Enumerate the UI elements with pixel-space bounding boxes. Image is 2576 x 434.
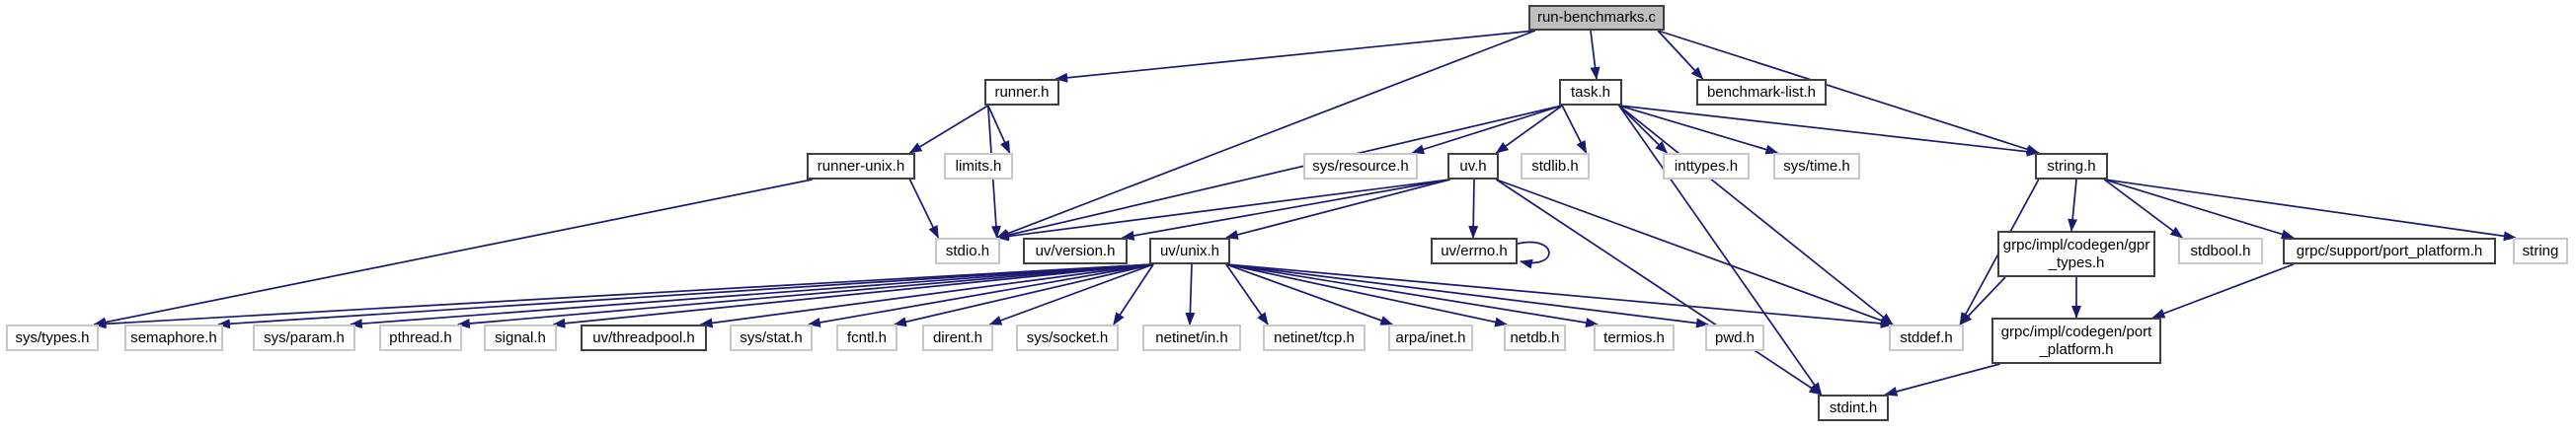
node-stdint-h[interactable]: stdint.h	[1818, 395, 1889, 421]
node-pwd-h: pwd.h	[1705, 325, 1764, 351]
node-arpa-inet-h: arpa/inet.h	[1388, 325, 1473, 351]
edge-task-h--string-h	[1618, 105, 2040, 157]
node-runner-h[interactable]: runner.h	[984, 79, 1059, 106]
edge-uv-unix-h--fcntl-h	[893, 263, 1154, 327]
edge-uv-unix-h--stddef-h	[1225, 263, 1894, 328]
node-stdbool-h: stdbool.h	[2178, 238, 2263, 264]
edge-uv-h--stdio-h	[995, 179, 1450, 242]
edge-uv-unix-h--netinet-tcp-h	[1225, 263, 1269, 326]
node-string: string	[2513, 238, 2568, 264]
edge-uv-unix-h--uv-threadpool-h	[699, 263, 1154, 328]
edge-uv-unix-h--semaphore-h	[217, 263, 1154, 329]
edge-run-benchmarks-c--stdio-h	[995, 30, 1536, 239]
edge-task-h--uv-h	[1495, 105, 1563, 154]
node-gpr-types[interactable]: grpc/impl/codegen/gpr _types.h	[1997, 231, 2155, 277]
edge-uv-h--uv-version-h	[1121, 179, 1450, 241]
edge-task-h--sys-resource-h	[1411, 105, 1563, 155]
node-port-platform-support[interactable]: grpc/support/port_platform.h	[2283, 238, 2496, 264]
edge-runner-h--limits-h	[987, 105, 1011, 154]
node-uv-unix-h[interactable]: uv/unix.h	[1149, 238, 1230, 264]
node-netinet-in-h: netinet/in.h	[1142, 325, 1241, 351]
edge-run-benchmarks-c--string-h	[1657, 30, 2040, 155]
node-sys-socket-h: sys/socket.h	[1016, 325, 1119, 351]
edge-uv-unix-h--arpa-inet-h	[1225, 263, 1394, 326]
edge-run-benchmarks-c--task-h	[1590, 30, 1600, 80]
edge-uv-h--stddef-h	[1496, 179, 1894, 326]
edge-string-h--stdbool-h	[2103, 179, 2184, 239]
node-port-platform-codegen[interactable]: grpc/impl/codegen/port _platform.h	[1991, 318, 2161, 364]
edge-string-h--string	[2104, 179, 2517, 242]
edge-string-h--gpr-types	[2068, 179, 2078, 232]
node-uv-errno-h[interactable]: uv/errno.h	[1431, 238, 1518, 264]
node-signal-h: signal.h	[484, 325, 557, 351]
node-netdb-h: netdb.h	[1504, 325, 1566, 351]
edge-gpr-types--stddef-h	[1959, 276, 2006, 326]
edge-uv-unix-h--signal-h	[552, 263, 1154, 328]
node-runner-unix-h[interactable]: runner-unix.h	[807, 153, 915, 180]
node-stdio-h: stdio.h	[935, 238, 1000, 264]
edge-uv-unix-h--sys-types-h	[93, 263, 1154, 329]
edge-uv-unix-h--pwd-h	[1225, 263, 1709, 328]
node-dirent-h: dirent.h	[922, 325, 993, 351]
node-task-h[interactable]: task.h	[1559, 79, 1622, 106]
edge-runner-h--runner-unix-h	[908, 105, 989, 154]
edge-uv-unix-h--sys-stat-h	[807, 263, 1154, 327]
edge-uv-unix-h--termios-h	[1225, 263, 1600, 328]
node-sys-param-h: sys/param.h	[253, 325, 355, 351]
edge-uv-unix-h--dirent-h	[988, 263, 1154, 326]
edge-runner-unix-h--sys-types-h	[93, 179, 813, 327]
node-inttypes-h: inttypes.h	[1663, 153, 1750, 180]
edge-task-h--stdio-h	[995, 105, 1563, 241]
node-netinet-tcp-h: netinet/tcp.h	[1263, 325, 1366, 351]
edge-task-h--stdint-h	[1618, 105, 1823, 396]
edge-group	[93, 30, 2517, 397]
edge-task-h--stdlib-h	[1561, 105, 1588, 154]
node-uv-version-h[interactable]: uv/version.h	[1023, 238, 1128, 264]
node-uv-h[interactable]: uv.h	[1447, 153, 1499, 180]
node-run-benchmarks-c: run-benchmarks.c	[1528, 5, 1665, 31]
node-sys-types-h: sys/types.h	[6, 325, 99, 351]
node-stddef-h: stddef.h	[1889, 325, 1964, 351]
edge-port-platform-codegen--stdint-h	[1884, 363, 2000, 397]
node-sys-resource-h: sys/resource.h	[1303, 153, 1418, 180]
node-fcntl-h: fcntl.h	[836, 325, 898, 351]
edge-uv-unix-h--netdb-h	[1225, 263, 1509, 327]
node-sys-time-h: sys/time.h	[1773, 153, 1860, 180]
node-pthread-h: pthread.h	[379, 325, 462, 351]
edge-uv-h--uv-unix-h	[1224, 179, 1450, 240]
edge-uv-unix-h--pthread-h	[456, 263, 1154, 328]
edge-uv-unix-h--sys-socket-h	[1113, 263, 1154, 326]
node-uv-threadpool-h[interactable]: uv/threadpool.h	[581, 325, 707, 351]
edge-uv-errno-h--uv-errno-h	[1517, 241, 1550, 269]
edge-task-h--sys-time-h	[1618, 105, 1779, 155]
node-benchmark-list-h[interactable]: benchmark-list.h	[1696, 79, 1827, 106]
node-semaphore-h: semaphore.h	[124, 325, 223, 351]
node-string-h[interactable]: string.h	[2035, 153, 2108, 180]
edge-uv-unix-h--sys-param-h	[349, 263, 1154, 329]
edge-string-h--port-platform-support	[2104, 179, 2295, 240]
node-termios-h: termios.h	[1594, 325, 1675, 351]
node-limits-h: limits.h	[944, 153, 1013, 180]
edge-task-h--stddef-h	[1618, 105, 1894, 326]
edge-uv-h--uv-errno-h	[1468, 179, 1479, 239]
edge-run-benchmarks-c--runner-h	[1054, 30, 1535, 83]
edge-port-platform-support--port-platform-codegen	[2151, 263, 2295, 319]
node-sys-stat-h: sys/stat.h	[730, 325, 813, 351]
edge-runner-unix-h--stdio-h	[908, 179, 940, 239]
edge-run-benchmarks-c--benchmark-list-h	[1657, 30, 1704, 80]
node-stdlib-h: stdlib.h	[1521, 153, 1590, 180]
edge-uv-unix-h--netinet-in-h	[1185, 263, 1196, 326]
edge-uv-h--stdint-h	[1495, 179, 1823, 396]
